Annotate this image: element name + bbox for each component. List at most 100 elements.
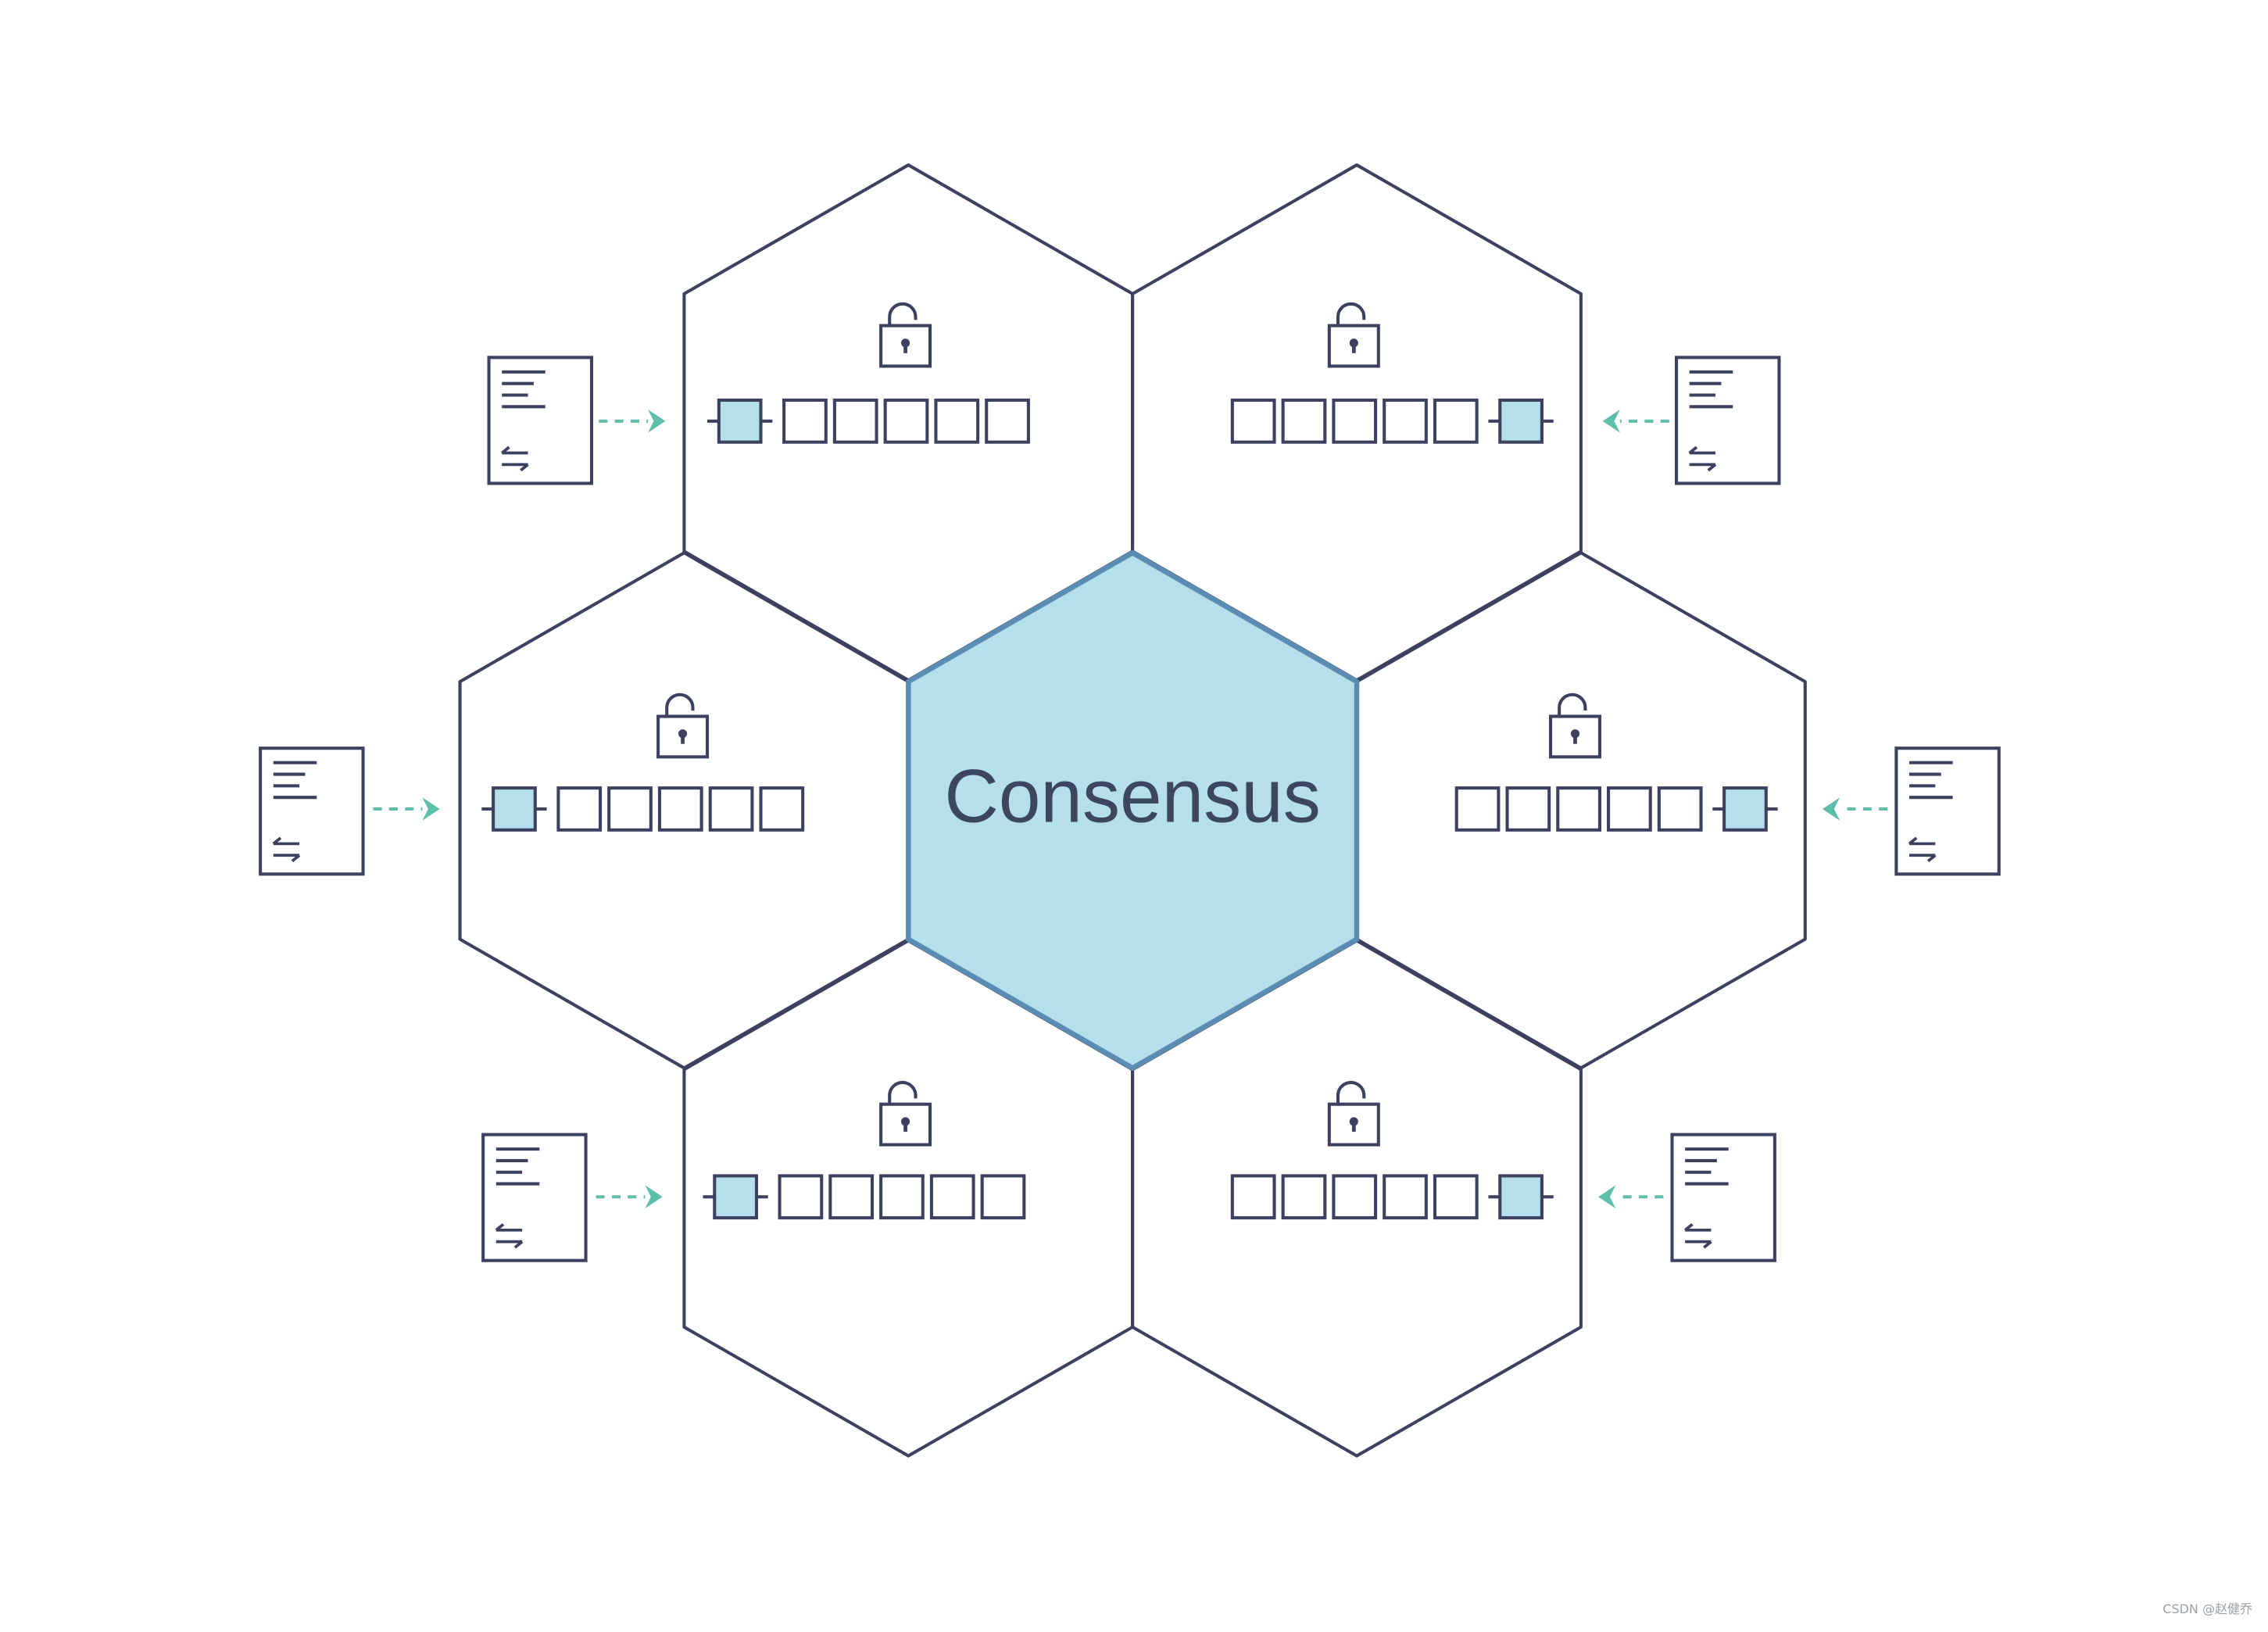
- block: [1383, 398, 1428, 444]
- padlock-keyhole-slot: [903, 342, 907, 353]
- transaction-documents: [259, 356, 2001, 1262]
- swap-arrows-icon: [501, 446, 529, 472]
- padlock-icon: [1548, 693, 1601, 759]
- block: [657, 786, 703, 832]
- padlock-icon: [1327, 1080, 1380, 1147]
- transaction-document-icon: [481, 1133, 588, 1262]
- node-contents: [481, 302, 1778, 1220]
- blockchain-icon: [481, 786, 805, 832]
- blockchain-icon: [1230, 1174, 1554, 1220]
- node-bottom-left: [703, 1080, 1026, 1220]
- block: [832, 398, 878, 444]
- block: [929, 1174, 975, 1220]
- block: [980, 1174, 1026, 1220]
- swap-arrow-bottom: [495, 1240, 524, 1249]
- swap-arrow-bottom: [1909, 854, 1937, 863]
- node-top-right: [1230, 302, 1554, 444]
- padlock-shackle: [888, 302, 918, 326]
- block-new: [1498, 1174, 1544, 1220]
- padlock-icon: [1327, 302, 1380, 368]
- document-page: [259, 746, 365, 876]
- swap-arrow-bottom: [1685, 1240, 1712, 1249]
- blockchain-icon: [703, 1174, 1026, 1220]
- swap-arrow-bottom: [502, 463, 529, 472]
- block: [1383, 1174, 1428, 1220]
- swap-arrow-top: [501, 446, 528, 455]
- consensus-label: Consensus: [944, 755, 1320, 839]
- block: [1505, 786, 1551, 832]
- padlock-shackle: [1558, 693, 1587, 717]
- consensus-hexagon: [906, 549, 1360, 1072]
- transaction-arrow-5: [1598, 1185, 1664, 1209]
- transaction-arrow-0: [599, 409, 666, 433]
- padlock-shackle: [1336, 302, 1366, 326]
- swap-arrows-icon: [272, 836, 301, 863]
- block: [1281, 1174, 1327, 1220]
- padlock-icon: [879, 302, 932, 368]
- block: [708, 786, 754, 832]
- node-middle-left: [481, 693, 805, 832]
- arrow-head: [1602, 409, 1620, 433]
- block-new: [717, 398, 763, 444]
- arrow-head: [648, 409, 666, 433]
- blockchain-icon: [707, 398, 1030, 444]
- swap-arrow-top: [1683, 1222, 1712, 1232]
- swap-arrows-icon: [1688, 446, 1717, 472]
- block: [1433, 1174, 1479, 1220]
- block: [1454, 786, 1501, 832]
- node-middle-right: [1454, 693, 1778, 832]
- padlock-body: [1327, 324, 1380, 368]
- transaction-document-icon: [1675, 356, 1781, 485]
- document-page: [1675, 356, 1781, 485]
- padlock-keyhole-slot: [681, 733, 685, 744]
- swap-arrow-bottom: [273, 854, 301, 863]
- swap-arrow-top: [1688, 446, 1716, 455]
- document-page: [487, 356, 593, 485]
- block: [782, 398, 828, 444]
- arrow-head: [1598, 1185, 1616, 1209]
- transaction-arrow-3: [1822, 797, 1888, 821]
- block: [607, 786, 653, 832]
- arrow-head: [422, 797, 440, 821]
- transaction-document-icon: [1894, 746, 2001, 876]
- block: [828, 1174, 875, 1220]
- block: [1657, 786, 1703, 832]
- document-page: [1894, 746, 2001, 876]
- swap-arrow-top: [1908, 836, 1936, 846]
- block: [1230, 1174, 1276, 1220]
- block-new: [1722, 786, 1768, 832]
- swap-arrow-top: [272, 836, 300, 846]
- arrow-head: [645, 1185, 663, 1209]
- block: [1332, 398, 1378, 444]
- watermark: CSDN @赵健乔: [2162, 1602, 2252, 1616]
- padlock-keyhole-slot: [1351, 1121, 1356, 1132]
- block: [1230, 398, 1276, 444]
- transaction-arrow-4: [596, 1185, 663, 1209]
- padlock-keyhole-slot: [1573, 733, 1577, 744]
- block-new: [492, 786, 537, 832]
- block: [1281, 398, 1327, 444]
- swap-arrows-icon: [1683, 1222, 1712, 1249]
- swap-arrows-icon: [495, 1222, 524, 1249]
- node-top-left: [707, 302, 1030, 444]
- block-new: [713, 1174, 758, 1220]
- block: [934, 398, 980, 444]
- padlock-shackle: [1336, 1080, 1366, 1104]
- transaction-document-icon: [1670, 1133, 1776, 1262]
- node-bottom-right: [1230, 1080, 1554, 1220]
- padlock-keyhole-slot: [903, 1121, 907, 1132]
- swap-arrow-bottom: [1689, 463, 1717, 472]
- block: [759, 786, 805, 832]
- document-page: [481, 1133, 588, 1262]
- transaction-document-icon: [487, 356, 593, 485]
- document-page: [1670, 1133, 1776, 1262]
- swap-arrows-icon: [1908, 836, 1937, 863]
- block: [1607, 786, 1652, 832]
- blockchain-icon: [1230, 398, 1554, 444]
- block: [879, 1174, 925, 1220]
- block: [556, 786, 603, 832]
- block-new: [1498, 398, 1544, 444]
- block: [1332, 1174, 1378, 1220]
- block: [1433, 398, 1479, 444]
